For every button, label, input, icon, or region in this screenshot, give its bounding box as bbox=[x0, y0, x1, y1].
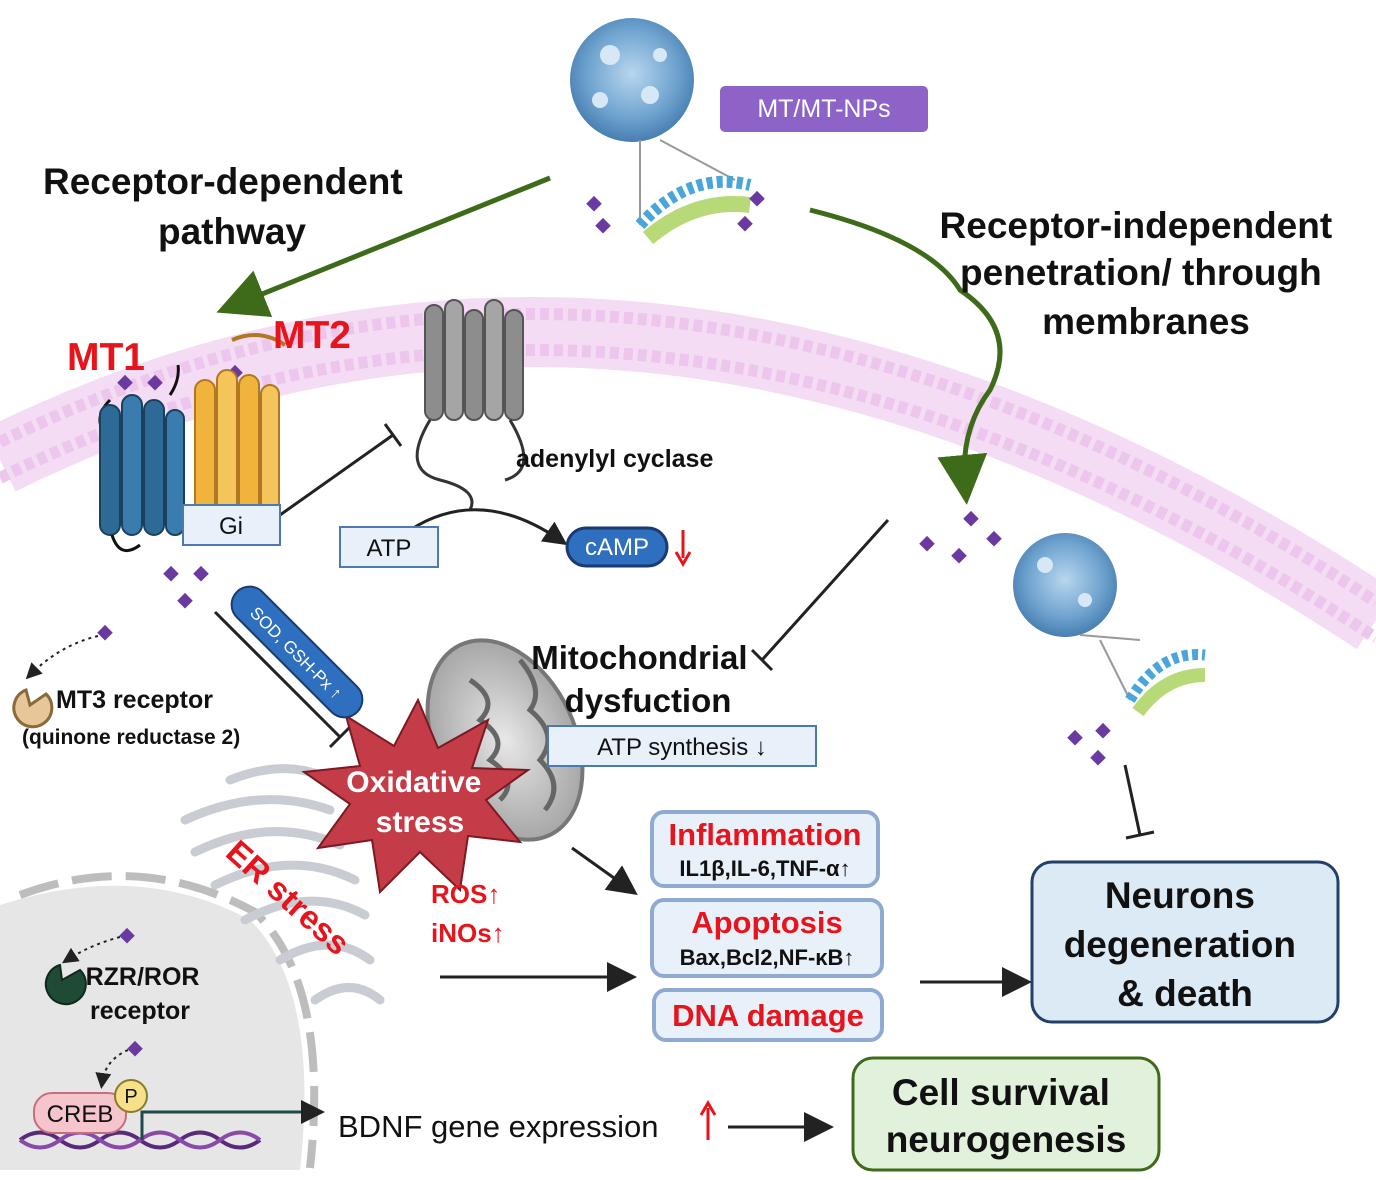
phosphate-label: P bbox=[124, 1086, 137, 1108]
liposome-icon-intracellular bbox=[1125, 649, 1206, 717]
receptor-independent-arrow bbox=[809, 207, 1003, 505]
bdnf-up-arrow-icon bbox=[699, 1100, 717, 1140]
receptor-dependent-arrow bbox=[216, 175, 551, 317]
camp-pill bbox=[565, 526, 669, 568]
bdnf-label: BDNF gene expression bbox=[338, 1109, 659, 1144]
inflammation-box bbox=[650, 810, 880, 888]
gi-protein-box bbox=[182, 504, 281, 546]
rzr-ror-receptor-label: RZR/ROR receptor bbox=[86, 963, 207, 1025]
oxidative-to-outcomes-arrow bbox=[571, 846, 638, 895]
atp-box bbox=[339, 526, 439, 568]
atp-synthesis-box bbox=[547, 725, 817, 767]
neurons-degeneration-label: Neurons degeneration & death bbox=[1064, 875, 1307, 1014]
nanoparticle-icon-intracellular bbox=[1013, 533, 1141, 701]
apoptosis-box bbox=[650, 898, 884, 978]
rzr-ror-receptor-icon bbox=[44, 963, 87, 1006]
camp-down-arrow-icon bbox=[674, 530, 692, 567]
dna-helix-icon bbox=[18, 1130, 262, 1150]
mt1-receptor-icon bbox=[98, 364, 185, 553]
oxidative-stress-burst bbox=[301, 697, 531, 895]
apoptosis-label: Apoptosis bbox=[691, 905, 843, 940]
mt3-binding-arrow bbox=[25, 635, 99, 680]
membrane-inhibits-mito-dysfunction bbox=[750, 518, 890, 672]
np-inhibits-neuron-death bbox=[1123, 764, 1155, 840]
oxidative-stress-label: Oxidative stress bbox=[346, 766, 489, 839]
mt3-receptor-label: MT3 receptor bbox=[56, 686, 213, 714]
inflammation-label: Inflammation bbox=[669, 817, 862, 852]
sod-gsh-px-pill: SOD, GSH-Px ↑ bbox=[230, 585, 364, 719]
neurons-degeneration-box bbox=[1030, 860, 1340, 1024]
atp-to-camp-arrow bbox=[409, 508, 568, 546]
camp-label: cAMP bbox=[585, 534, 649, 561]
receptor-inhibits-oxidative-stress bbox=[213, 610, 352, 749]
nanoparticle-label: MT/MT-NPs bbox=[757, 95, 890, 123]
adenylyl-cyclase-icon bbox=[415, 299, 526, 511]
creb-label: CREB bbox=[47, 1101, 114, 1128]
inos-label: iNOs↑ bbox=[431, 918, 505, 948]
gi-inhibits-adenylyl-cyclase bbox=[279, 423, 403, 517]
gi-protein-label: Gi bbox=[219, 513, 243, 540]
mt1-label: MT1 bbox=[67, 336, 145, 379]
dna-damage-box bbox=[652, 988, 884, 1042]
creb-activation-arrow bbox=[95, 1049, 129, 1089]
rzr-binding-arrow bbox=[61, 936, 121, 964]
atp-label: ATP bbox=[367, 535, 412, 562]
cell-survival-label: Cell survival neurogenesis bbox=[886, 1072, 1127, 1160]
ros-label: ROS↑ bbox=[431, 879, 500, 909]
dna-damage-label: DNA damage bbox=[672, 998, 864, 1033]
apoptosis-markers: Bax,Bcl2,NF-κB↑ bbox=[680, 945, 855, 970]
cell-survival-box bbox=[851, 1056, 1161, 1172]
atp-synthesis-label: ATP synthesis ↓ bbox=[597, 734, 767, 761]
receptor-independent-title: Receptor-independent penetration/ throug… bbox=[940, 205, 1343, 342]
creb-pill bbox=[33, 1092, 127, 1134]
receptor-dependent-title: Receptor-dependent pathway bbox=[43, 161, 413, 252]
inflammation-markers: IL1β,IL-6,TNF-α↑ bbox=[679, 856, 850, 881]
adenylyl-cyclase-label: adenylyl cyclase bbox=[516, 445, 713, 473]
mt2-receptor-icon bbox=[194, 333, 287, 516]
mitochondrial-dysfunction-title: Mitochondrial dysfuction bbox=[531, 639, 757, 719]
sod-gsh-px-label: SOD, GSH-Px ↑ bbox=[246, 603, 346, 703]
nanoparticle-icon bbox=[570, 18, 736, 225]
liposome-icon bbox=[635, 175, 752, 245]
mt2-label: MT2 bbox=[273, 314, 351, 357]
mt3-receptor-sublabel: (quinone reductase 2) bbox=[22, 726, 240, 749]
mt3-receptor-icon bbox=[12, 687, 54, 729]
endoplasmic-reticulum-icon bbox=[180, 764, 385, 1005]
phosphate-icon bbox=[114, 1079, 148, 1113]
creb-to-bdnf-arrow bbox=[140, 1100, 325, 1140]
nanoparticle-label-box bbox=[720, 86, 928, 132]
